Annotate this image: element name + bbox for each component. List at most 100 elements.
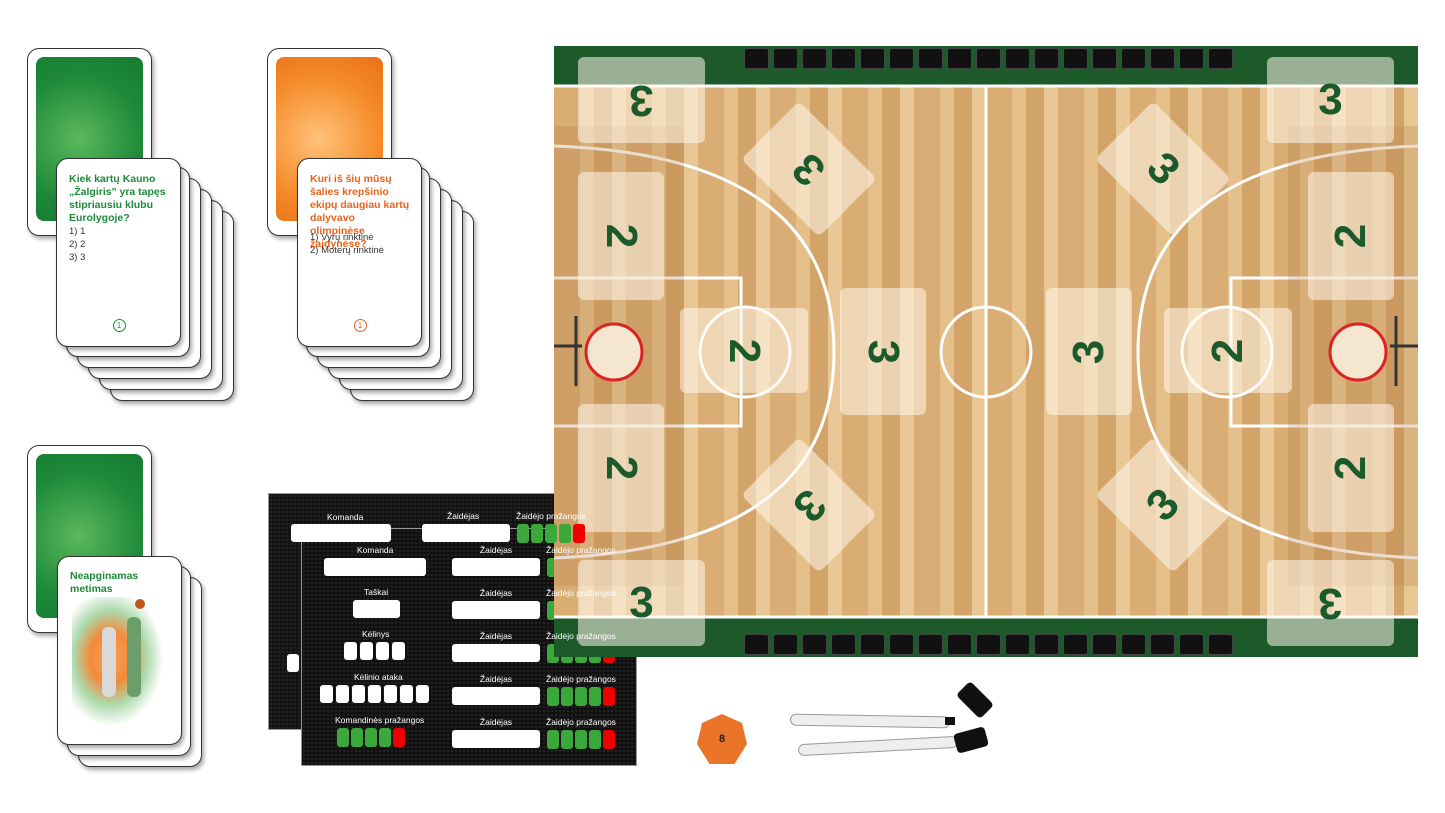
label-player-fouls: Žaidėjo pražangos (516, 511, 586, 521)
card-number: 1 (112, 319, 126, 332)
player-column: Žaidėjas (452, 674, 540, 710)
seat (744, 48, 769, 69)
seat (918, 634, 943, 655)
seat (744, 634, 769, 655)
seat (773, 634, 798, 655)
seat (1121, 634, 1146, 655)
label-points: Taškai (364, 587, 389, 597)
seat (802, 634, 827, 655)
label-player: Žaidėjas (479, 674, 513, 684)
answer-3: 3) 3 (69, 252, 86, 263)
seat (1063, 634, 1088, 655)
label-player-fouls: Žaidėjo pražangos (546, 631, 616, 641)
seat (1005, 634, 1030, 655)
player-column: Žaidėjas (452, 717, 540, 753)
zone-points: 2 (1202, 338, 1252, 363)
seat (802, 48, 827, 69)
seat (1208, 48, 1233, 69)
hoop-right (1390, 316, 1418, 386)
scoring-zone-right[interactable]: 3 (1267, 57, 1394, 143)
question-text: Kuri iš šių mūsų šalies krepšinio ekipų … (310, 173, 410, 250)
label-player: Žaidėjas (479, 545, 513, 555)
zone-points: 3 (629, 578, 654, 627)
zone-points: 3 (783, 479, 836, 532)
quarter-attack-boxes[interactable] (320, 685, 429, 703)
scoring-zone-left[interactable]: 3 (578, 560, 705, 646)
player-fouls-column: Žaidėjo pražangos (546, 717, 616, 753)
seat (860, 48, 885, 69)
answer-1: 1) Vyrų rinktinė (310, 232, 374, 243)
seat (831, 634, 856, 655)
player-fouls-boxes[interactable] (546, 687, 615, 706)
scoring-zone-right[interactable]: 3 (1046, 288, 1132, 415)
team-fouls-boxes[interactable] (337, 728, 405, 747)
seat (889, 48, 914, 69)
seat (1179, 48, 1204, 69)
label-player-fouls: Žaidėjo pražangos (546, 588, 616, 598)
player-field[interactable] (452, 644, 540, 662)
label-team: Komanda (357, 545, 394, 555)
scoring-zone-right[interactable]: 2 (1308, 172, 1394, 300)
seat (1150, 48, 1175, 69)
seat (1208, 634, 1233, 655)
team-field[interactable] (324, 558, 426, 576)
answer-2: 2) Moterų rinktinė (310, 245, 384, 256)
scoring-zone-left[interactable]: 3 (840, 288, 926, 415)
player-column: Žaidėjas (452, 588, 540, 624)
action-card[interactable]: Neapginamas metimas (57, 556, 182, 745)
seat (831, 48, 856, 69)
twelve-sided-die[interactable]: 8 (697, 714, 747, 764)
zone-points: 2 (596, 455, 646, 481)
quarter-boxes[interactable] (344, 642, 405, 660)
marker-cap (955, 680, 995, 720)
player-column: Žaidėjas (452, 631, 540, 667)
player-row: Žaidėjas Žaidėjo pražangos (452, 717, 634, 753)
question-text: Kiek kartų Kauno „Žalgiris" yra tapęs st… (69, 173, 166, 224)
seat (976, 48, 1001, 69)
orange-question-card[interactable]: Kuri iš šių mūsų šalies krepšinio ekipų … (297, 158, 422, 347)
player-field[interactable] (452, 730, 540, 748)
answer-2: 2) 2 (69, 239, 86, 250)
seat (1034, 48, 1059, 69)
scoring-zone-right[interactable]: 2 (1164, 308, 1292, 393)
player-row: Žaidėjas Žaidėjo pražangos (452, 674, 634, 710)
zone-points: 3 (1318, 75, 1343, 124)
player-field[interactable] (452, 687, 540, 705)
zone-points: 3 (858, 339, 908, 364)
label-player: Žaidėjas (447, 511, 480, 521)
die-face: 8 (718, 733, 726, 745)
player-fouls-boxes[interactable] (546, 730, 615, 749)
scoring-zone-left[interactable]: 2 (680, 308, 808, 393)
seat (1092, 48, 1117, 69)
hoop-left (554, 316, 582, 386)
seat (976, 634, 1001, 655)
seat (1150, 634, 1175, 655)
player-fouls-column: Žaidėjo pražangos (546, 674, 616, 710)
zone-points: 2 (719, 338, 769, 363)
seat (773, 48, 798, 69)
label-team-fouls: Komandinės pražangos (335, 715, 425, 725)
zone-points: 3 (782, 143, 835, 196)
scoring-zone-left[interactable]: 3 (578, 57, 705, 143)
label-player-fouls: Žaidėjo pražangos (546, 674, 616, 684)
player-field[interactable] (452, 601, 540, 619)
scoring-zone-left[interactable]: 2 (578, 404, 664, 532)
label-team: Komanda (327, 512, 364, 522)
basketball-players-illustration (72, 597, 168, 732)
card-number: 1 (353, 319, 367, 332)
label-quarter: Kėlinys (362, 629, 390, 639)
player-field[interactable] (452, 558, 540, 576)
seat (947, 634, 972, 655)
green-question-card[interactable]: Kiek kartų Kauno „Žalgiris" yra tapęs st… (56, 158, 181, 347)
points-field[interactable] (353, 600, 400, 618)
seat (1179, 634, 1204, 655)
basket-right (1328, 322, 1388, 382)
player-column: Žaidėjas (452, 545, 540, 581)
seat (1121, 48, 1146, 69)
zone-points: 2 (596, 223, 646, 249)
scoring-zone-left[interactable]: 2 (578, 172, 664, 300)
seat (1092, 634, 1117, 655)
scoring-zone-right[interactable]: 3 (1267, 560, 1394, 646)
seat (1005, 48, 1030, 69)
scoring-zone-right[interactable]: 2 (1308, 404, 1394, 532)
